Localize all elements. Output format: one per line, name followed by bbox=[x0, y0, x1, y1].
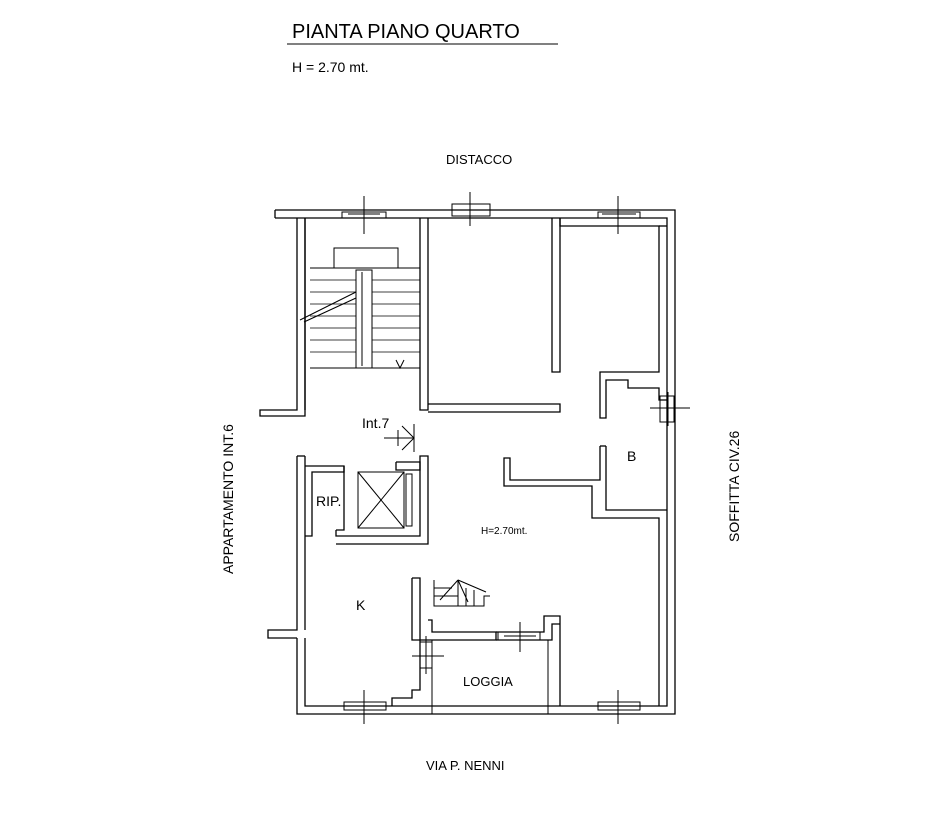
entrance-arrow bbox=[384, 424, 415, 452]
window-loggia bbox=[497, 622, 541, 652]
lift-and-storage bbox=[305, 455, 429, 545]
window-bottom-2 bbox=[597, 690, 641, 724]
room-height-label: H=2.70mt. bbox=[481, 526, 527, 537]
side-label-left: APPARTAMENTO INT.6 bbox=[220, 424, 236, 574]
loggia-label: LOGGIA bbox=[463, 674, 513, 689]
height-note: H = 2.70 mt. bbox=[292, 59, 369, 75]
plan-title: PIANTA PIANO QUARTO bbox=[292, 21, 520, 43]
side-label-bottom: VIA P. NENNI bbox=[426, 758, 505, 773]
kitchen-loggia-walls bbox=[391, 577, 561, 714]
bathroom-walls bbox=[503, 445, 667, 706]
storage-label: RIP. bbox=[316, 493, 341, 509]
kitchen-label: K bbox=[356, 597, 366, 613]
stairwell bbox=[299, 218, 429, 411]
window-top-1 bbox=[341, 196, 387, 234]
window-kitchen-side bbox=[412, 636, 444, 674]
interior-walls-upper bbox=[428, 218, 667, 419]
interior-stair bbox=[433, 579, 490, 607]
bath-label: B bbox=[627, 448, 636, 464]
outer-walls bbox=[259, 209, 676, 715]
window-top-2 bbox=[451, 192, 491, 226]
side-label-top: DISTACCO bbox=[446, 152, 512, 167]
entrance-label: Int.7 bbox=[362, 415, 389, 431]
window-top-3 bbox=[597, 196, 641, 234]
window-marks bbox=[341, 192, 690, 724]
window-bottom-1 bbox=[343, 690, 387, 724]
side-label-right: SOFFITTA CIV.26 bbox=[726, 431, 742, 542]
window-right bbox=[650, 392, 690, 426]
